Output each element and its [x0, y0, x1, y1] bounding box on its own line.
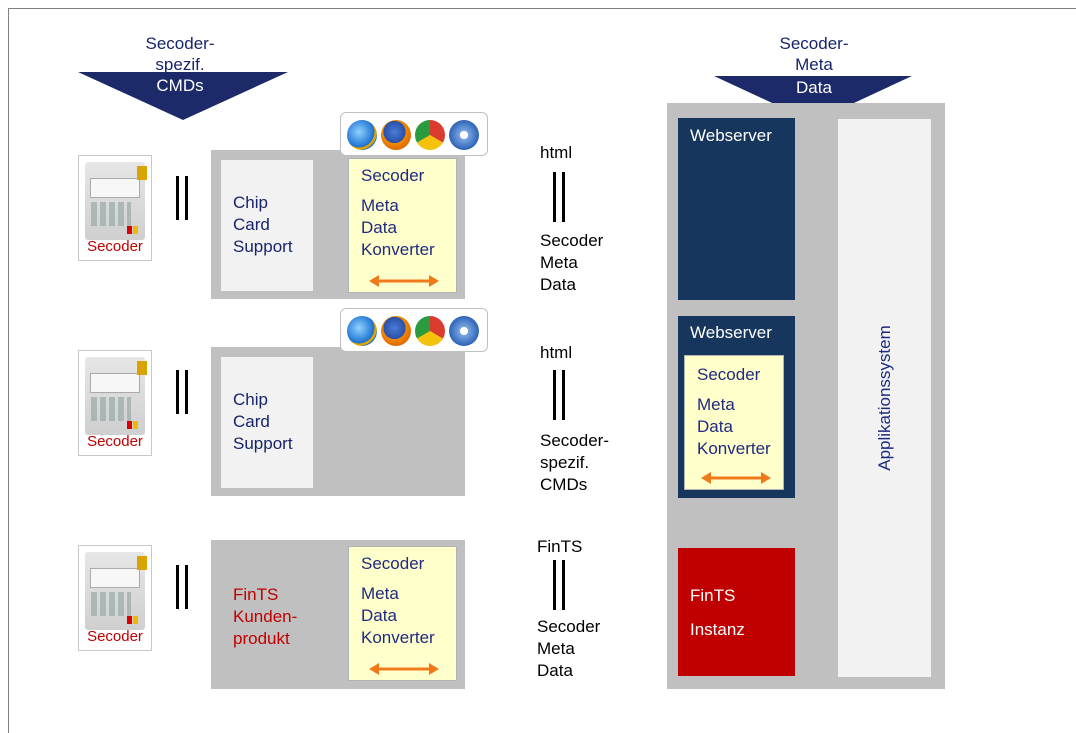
left-header-line1: Secoder- — [145, 34, 215, 53]
protocol-bottom-2-line3: CMDs — [540, 475, 588, 494]
card-reader-icon — [85, 357, 145, 435]
protocol-top-1: html — [540, 143, 573, 162]
protocol-bottom-3-line2: Meta — [537, 639, 575, 658]
converter-line3: Konverter — [697, 439, 771, 458]
internet-explorer-icon — [347, 316, 377, 346]
protocol-bottom-3-line1: Secoder — [537, 617, 601, 636]
firefox-icon — [381, 316, 411, 346]
converter-line3: Konverter — [361, 628, 435, 647]
internet-explorer-icon — [347, 120, 377, 150]
fints-instance-box: FinTS Instanz — [678, 548, 795, 676]
webserver-label-2: Webserver — [690, 323, 772, 342]
protocol-bars-2 — [553, 370, 565, 420]
applikationssystem-box: Applikationssystem — [838, 119, 931, 677]
secoder-device-3: Secoder — [78, 545, 152, 651]
browser-icons-1 — [340, 112, 488, 156]
fints-client-line2: Kunden- — [233, 607, 298, 626]
converter-line1: Meta — [361, 196, 399, 215]
safari-icon — [449, 120, 479, 150]
protocol-bottom-1-line2: Meta — [540, 253, 578, 272]
chip-card-line2: Card — [233, 215, 270, 234]
frame-top-line — [8, 8, 1076, 9]
converter-line3: Konverter — [361, 240, 435, 259]
secoder-device-label: Secoder — [87, 433, 143, 450]
fints-client-line1: FinTS — [233, 585, 279, 604]
fints-client-label: FinTS Kunden- produkt — [233, 584, 297, 650]
connector-bars-3 — [176, 565, 188, 609]
converter-line1: Meta — [697, 395, 735, 414]
protocol-bottom-2-line2: spezif. — [540, 453, 590, 472]
chip-card-line1: Chip — [233, 193, 268, 212]
double-arrow-icon — [701, 472, 771, 484]
converter-line2: Data — [361, 606, 397, 625]
protocol-top-2: html — [540, 343, 573, 362]
firefox-icon — [381, 120, 411, 150]
meta-data-converter-3: Secoder Meta Data Konverter — [348, 546, 457, 681]
chevron-left-header-shape — [78, 72, 288, 120]
right-header-line1: Secoder- — [779, 34, 849, 53]
meta-data-converter-server: Secoder Meta Data Konverter — [684, 355, 784, 490]
secoder-device-label: Secoder — [87, 238, 143, 255]
chrome-icon — [415, 120, 445, 150]
converter-title: Secoder — [361, 554, 425, 573]
right-header-line2: Meta — [795, 55, 833, 74]
converter-line2: Data — [361, 218, 397, 237]
chrome-icon — [415, 316, 445, 346]
right-header-line3: Data — [796, 78, 832, 97]
protocol-bottom-3-line3: Data — [537, 661, 573, 680]
chip-card-line3: Support — [233, 237, 293, 256]
secoder-device-1: Secoder — [78, 155, 152, 261]
chip-card-line2: Card — [233, 412, 270, 431]
protocol-top-3: FinTS — [537, 537, 583, 556]
converter-line1: Meta — [361, 584, 399, 603]
chip-card-support-box-2: Chip Card Support — [221, 357, 313, 488]
protocol-bottom-2-line1: Secoder- — [540, 431, 609, 450]
browser-icons-2 — [340, 308, 488, 352]
chip-card-line3: Support — [233, 434, 293, 453]
double-arrow-icon — [369, 275, 439, 287]
webserver-box-1: Webserver — [678, 118, 795, 300]
left-header-line2: spezif. — [155, 55, 205, 74]
protocol-bars-3 — [553, 560, 565, 610]
left-header-line3: CMDs — [156, 76, 204, 95]
connector-bars-2 — [176, 370, 188, 414]
secoder-device-2: Secoder — [78, 350, 152, 456]
fints-instance-line1: FinTS — [690, 586, 736, 605]
protocol-bars-1 — [553, 172, 565, 222]
chevron-right-header-shape — [714, 76, 912, 122]
card-reader-icon — [85, 162, 145, 240]
safari-icon — [449, 316, 479, 346]
chip-card-line1: Chip — [233, 390, 268, 409]
chip-card-support-box-1: Chip Card Support — [221, 160, 313, 291]
converter-title: Secoder — [697, 365, 761, 384]
fints-instance-line2: Instanz — [690, 620, 745, 639]
webserver-label-1: Webserver — [690, 126, 772, 145]
fints-client-line3: produkt — [233, 629, 290, 648]
frame-left-line — [8, 8, 9, 733]
converter-line2: Data — [697, 417, 733, 436]
protocol-bottom-1-line1: Secoder — [540, 231, 604, 250]
protocol-bottom-1-line3: Data — [540, 275, 576, 294]
meta-data-converter-1: Secoder Meta Data Konverter — [348, 158, 457, 293]
secoder-device-label: Secoder — [87, 628, 143, 645]
converter-title: Secoder — [361, 166, 425, 185]
card-reader-icon — [85, 552, 145, 630]
applikationssystem-label: Applikationssystem — [874, 325, 894, 471]
double-arrow-icon — [369, 663, 439, 675]
connector-bars-1 — [176, 176, 188, 220]
